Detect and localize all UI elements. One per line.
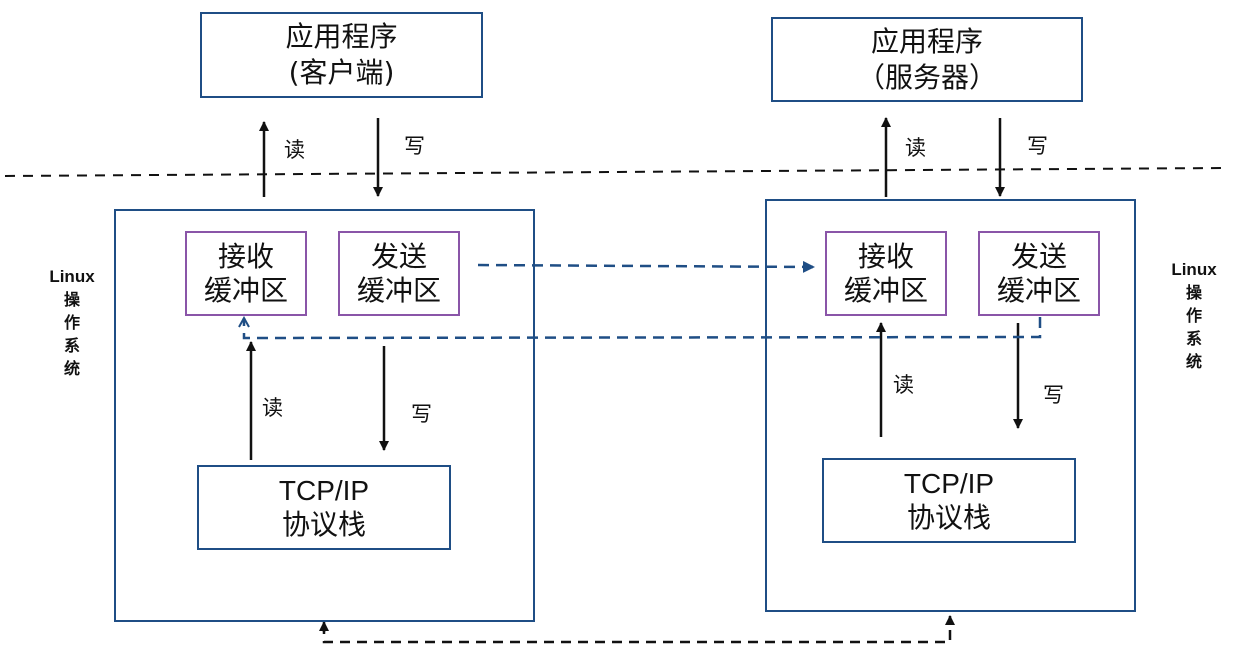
server-receive-buffer-line1: 接收 [857,239,914,273]
network-link [322,615,955,644]
server-write-bottom-label: 写 [1043,383,1064,407]
client-write-top-label: 写 [404,134,425,158]
client-read-bottom-label: 读 [262,396,283,420]
client-os-label-char-2: 作 [63,313,80,332]
client-app-subtitle: (客户端) [288,56,395,89]
client-write-bottom-label: 写 [411,402,432,426]
server-os-label-char-2: 作 [1185,306,1202,325]
server-send-buffer-line1: 发送 [1010,239,1067,273]
client-os-label-char-4: 统 [63,359,80,378]
server-stack-subtitle: 协议栈 [906,500,991,534]
server-read-top-label: 读 [905,136,926,160]
client-send-buffer-line1: 发送 [370,239,427,273]
client-stack-title: TCP/IP [278,474,370,506]
user-kernel-divider [4,167,1223,177]
server-send-buffer: 发送 缓冲区 [978,231,1100,316]
server-os-box [765,199,1136,612]
server-write-top-label: 写 [1027,134,1048,158]
server-os-label-char-4: 统 [1185,352,1202,371]
server-tcpip-stack: TCP/IP 协议栈 [822,458,1076,543]
client-receive-buffer-line2: 缓冲区 [203,273,288,307]
client-app-title: 应用程序 [285,20,398,53]
client-tcpip-stack: TCP/IP 协议栈 [197,465,451,550]
server-os-label-linux: Linux [1171,260,1217,279]
client-os-label-char-1: 操 [63,290,80,309]
client-os-label: Linux 操 作 系 统 [42,265,102,380]
server-receive-buffer-line2: 缓冲区 [843,273,928,307]
server-os-label-char-1: 操 [1185,283,1202,302]
client-os-box [114,209,535,622]
server-to-client-flow [244,317,1042,340]
client-receive-buffer: 接收 缓冲区 [185,231,307,316]
client-receive-buffer-line1: 接收 [217,239,274,273]
server-os-label: Linux 操 作 系 统 [1164,258,1224,373]
client-application-box: 应用程序 (客户端) [200,12,483,98]
server-stack-title: TCP/IP [903,467,995,499]
client-os-label-linux: Linux [49,267,95,286]
server-receive-buffer: 接收 缓冲区 [825,231,947,316]
server-read-bottom-label: 读 [893,373,914,397]
client-os-label-char-3: 系 [63,336,80,355]
server-send-buffer-line2: 缓冲区 [996,273,1081,307]
client-send-buffer-line2: 缓冲区 [356,273,441,307]
server-app-subtitle: （服务器） [856,60,997,94]
server-os-label-char-3: 系 [1185,329,1202,348]
server-application-box: 应用程序 （服务器） [771,17,1083,102]
client-send-buffer: 发送 缓冲区 [338,231,460,316]
client-read-top-label: 读 [284,138,305,162]
client-stack-subtitle: 协议栈 [281,507,366,541]
server-app-title: 应用程序 [870,24,983,58]
